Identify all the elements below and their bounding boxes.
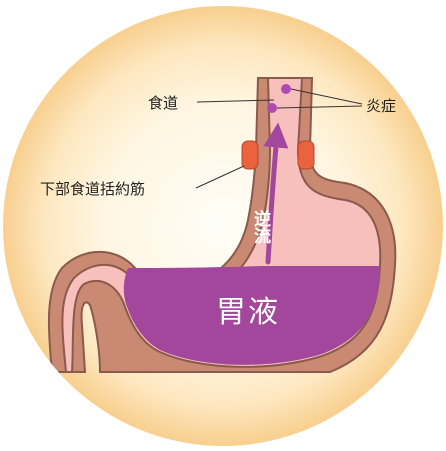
reflux-label: 逆流 xyxy=(250,209,271,244)
inflammation-dot-lower xyxy=(267,103,277,113)
gastric-juice-label: 胃液 xyxy=(216,295,280,330)
inflammation-label: 炎症 xyxy=(366,97,396,115)
sphincter-right xyxy=(298,141,314,169)
sphincter-label: 下部食道括約筋 xyxy=(40,180,145,198)
sphincter-left xyxy=(242,141,258,169)
esophagus-label: 食道 xyxy=(148,94,178,112)
inflammation-dot-upper xyxy=(281,84,291,94)
